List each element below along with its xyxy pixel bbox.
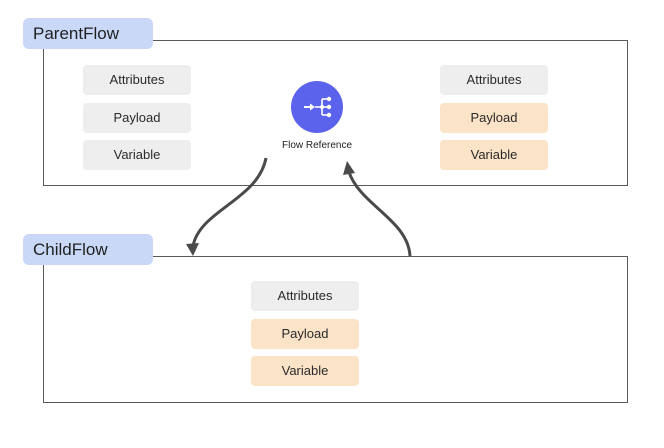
arrow-to-parent <box>347 171 412 257</box>
parent-output-payload: Payload <box>440 103 548 133</box>
child-payload: Payload <box>251 319 359 349</box>
child-flow-title: ChildFlow <box>23 234 153 265</box>
arrow-to-child <box>191 157 268 247</box>
flow-reference-icon[interactable] <box>291 81 343 133</box>
parent-flow-title: ParentFlow <box>23 18 153 49</box>
child-attributes: Attributes <box>251 281 359 311</box>
child-variable: Variable <box>251 356 359 386</box>
parent-input-payload: Payload <box>83 103 191 133</box>
flow-reference-label: Flow Reference <box>281 140 353 151</box>
parent-input-attributes: Attributes <box>83 65 191 95</box>
parent-output-attributes: Attributes <box>440 65 548 95</box>
arrow-to-child-head <box>186 243 199 256</box>
arrow-to-parent-head <box>343 161 355 175</box>
parent-input-variable: Variable <box>83 140 191 170</box>
parent-output-variable: Variable <box>440 140 548 170</box>
